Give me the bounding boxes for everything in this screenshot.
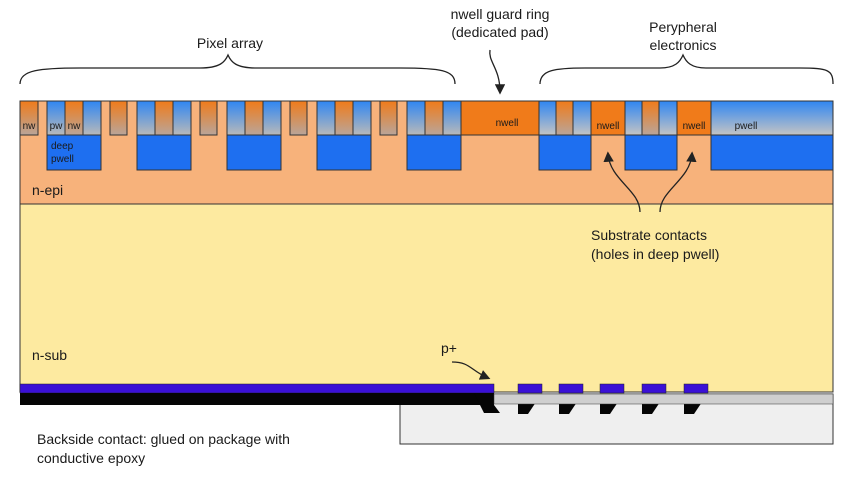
- nw-left-label: nw: [23, 121, 37, 132]
- deep-pwell-5: [406, 134, 462, 171]
- deep-pwell-p1: [538, 134, 592, 171]
- deep-pwell-p2: [624, 134, 678, 171]
- pw-well-5a: [406, 100, 426, 136]
- guard-ring-label-2: (dedicated pad): [451, 24, 548, 40]
- backside-metal-black: [20, 393, 494, 405]
- nw-mid-label: nw: [68, 121, 82, 132]
- nw-column-4: [379, 100, 398, 136]
- pixel-array-label: Pixel array: [197, 35, 263, 51]
- nwell-contact-2-label: nwell: [683, 121, 706, 132]
- nwell-contact-1: [590, 100, 626, 136]
- n-sub-label: n-sub: [32, 347, 67, 363]
- peripheral-wells: [538, 100, 834, 171]
- package-pad-strip: [493, 393, 834, 405]
- pwell-right-label: pwell: [735, 121, 758, 132]
- perypheral-brace: [539, 53, 834, 85]
- nw-well-4: [334, 100, 354, 136]
- pw-well-3b: [262, 100, 282, 136]
- guard-ring-label-1: nwell guard ring: [451, 6, 550, 22]
- pw-well-5b: [442, 100, 462, 136]
- pixel-array-wells: [19, 100, 462, 171]
- backside-label-1: Backside contact: glued on package with: [37, 431, 290, 447]
- nw-well-5: [424, 100, 444, 136]
- deep-pwell-label-2: pwell: [51, 154, 74, 165]
- deep-pwell-4: [316, 134, 372, 171]
- substrate-contacts-label-1: Substrate contacts: [591, 227, 707, 243]
- nwell-p1: [555, 100, 574, 136]
- p-plus-label: p+: [441, 340, 457, 356]
- deep-pwell-2: [136, 134, 192, 171]
- deep-pwell-p3: [710, 134, 834, 171]
- pw-well-3a: [226, 100, 246, 136]
- pixel-array-brace: [19, 53, 456, 85]
- nwell-guard-ring: [460, 100, 540, 136]
- perypheral-label-2: electronics: [650, 37, 717, 53]
- substrate-arrow-left: [603, 151, 641, 213]
- pw-well-1b: [82, 100, 102, 136]
- nw-column-2: [199, 100, 218, 136]
- pw-well-2b: [172, 100, 192, 136]
- nw-left-well: [19, 100, 39, 136]
- nw-well-3: [244, 100, 264, 136]
- deep-pwell-3: [226, 134, 282, 171]
- nwell-p2: [641, 100, 660, 136]
- nwell-contact-1-label: nwell: [597, 121, 620, 132]
- nwell-ring-label: nwell: [496, 118, 519, 129]
- nw-column-1: [109, 100, 128, 136]
- pwell-p1b: [572, 100, 592, 136]
- nw-well-2: [154, 100, 174, 136]
- pw-well-4a: [316, 100, 336, 136]
- n-sub-region: [19, 203, 834, 393]
- n-epi-label: n-epi: [32, 182, 63, 198]
- p-plus-arrow: [451, 361, 491, 380]
- nw-column-3: [289, 100, 308, 136]
- deep-pwell-1: [46, 134, 102, 171]
- guard-ring-arrow: [489, 49, 506, 95]
- pw-well-4b: [352, 100, 372, 136]
- pw-label: pw: [50, 121, 64, 132]
- p-plus-step: [474, 393, 500, 413]
- pwell-p3: [710, 100, 834, 136]
- substrate-contacts-label-2: (holes in deep pwell): [591, 246, 719, 262]
- deep-pwell-label-1: deep: [51, 141, 74, 152]
- backside-label-2: conductive epoxy: [37, 450, 145, 466]
- backside-metal-purple: [19, 383, 495, 394]
- pwell-p1a: [538, 100, 557, 136]
- pwell-p2a: [624, 100, 643, 136]
- perypheral-label-1: Perypheral: [649, 19, 717, 35]
- pwell-p2b: [658, 100, 678, 136]
- pw-well-2a: [136, 100, 156, 136]
- substrate-arrow-right: [659, 151, 697, 213]
